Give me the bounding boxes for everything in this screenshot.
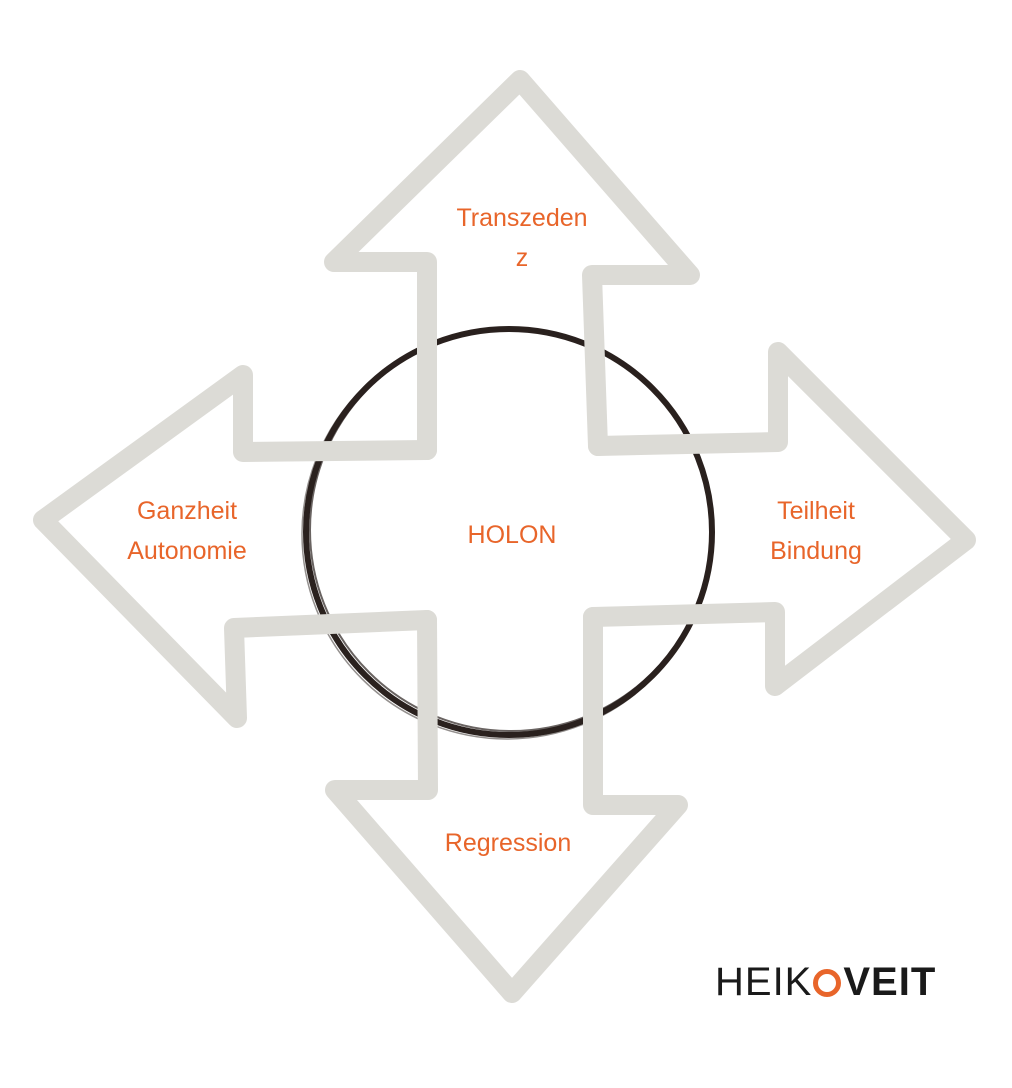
arrow-right-label-line2: Bindung [770,537,862,565]
logo-first-part: HEIK [715,960,813,1004]
center-label-text: HOLON [467,521,557,549]
arrow-right [583,342,976,696]
arrow-down-label: Regression [408,823,608,863]
arrow-up-label: Transzeden z [422,198,622,278]
arrow-left [33,365,437,728]
center-label: HOLON [412,515,612,555]
logo-o-ring [813,969,842,997]
arrow-up [324,70,700,460]
logo-last-part: VEIT [843,960,937,1004]
holon-circle [301,326,715,740]
arrow-down-label-line1: Regression [444,829,572,857]
arrow-up-label-line1: Transzeden [456,204,588,232]
arrow-left-label-line2: Autonomie [127,537,247,565]
arrow-left-label-line1: Ganzheit [136,497,238,525]
arrow-right-label-line1: Teilheit [777,497,855,525]
arrow-down [325,607,688,1003]
arrow-up-label-line2: z [515,244,529,272]
arrow-right-label: Teilheit Bindung [716,491,916,571]
arrow-left-label: Ganzheit Autonomie [87,491,287,571]
brand-logo: HEIK VEIT [715,958,936,1006]
